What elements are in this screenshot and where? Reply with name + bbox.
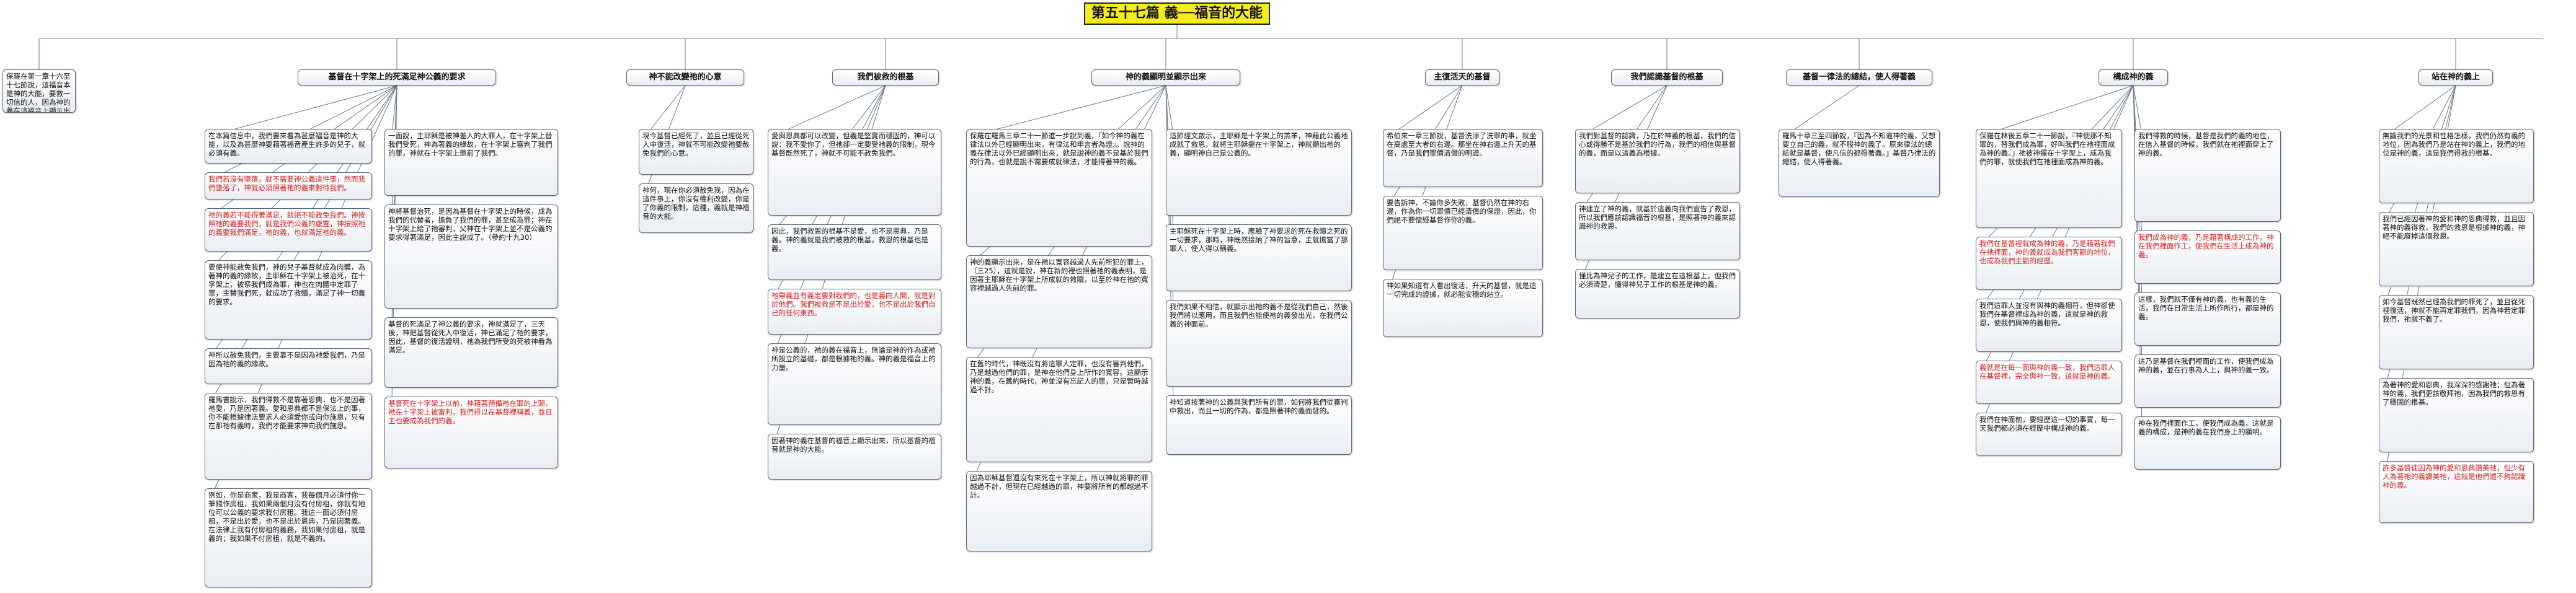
t9-node-4: 為著神的愛和恩典，我深深的感謝祂；但為著神的義，我們更該敬拜祂，因為我們的救恩有… xyxy=(2379,378,2534,452)
t3-node-2: 因此，我們救恩的根基不是愛，也不是恩典，乃是義。神的義就是我們被救的根基，救恩的… xyxy=(768,224,941,280)
child-link-t7-node-1 xyxy=(1785,85,1860,136)
t1-right-2: 神將基督治死，是因為基督在十字架上的時候，成為我們的代替者，擔負了我們的罪，甚至… xyxy=(384,204,558,309)
topic-8: 構成神的義 xyxy=(2099,69,2168,86)
t8-left-5: 我們在神面前，要經歷這一切的事實，每一天我們都必須在經歷中構成神的義。 xyxy=(1976,413,2122,456)
t1-left-6: 羅馬書說示，我們得救不是靠著恩典，也不是因著祂愛，乃是因著義。愛和恩典都不是保法… xyxy=(205,393,372,480)
child-link-t6-node-1 xyxy=(1582,85,1668,136)
t8-left-4: 義就是在每一面與神的義一致，我們這罪人在基督裡，完全與神一致，這就是神的義。 xyxy=(1976,361,2122,404)
t8-right-3: 這樣，我們就不僅有神的義，也有義的生活，我們在日常生活上所作所行，都是神的義。 xyxy=(2134,292,2281,346)
t8-right-1: 我們得救的時候，基督是我們的義的地位，在信入基督的時候，我們就在祂裡面穿上了神的… xyxy=(2134,129,2281,222)
t9-node-3: 如今基督既然已經為我們的罪死了，並且從死裡復活，神就不能再定罪我們，因為神若定罪… xyxy=(2379,295,2534,369)
child-link-t9-node-1 xyxy=(2386,85,2456,136)
child-link-t1-left-1 xyxy=(211,85,398,136)
t3-node-5: 因著神的義在基督的福音上顯示出來，所以基督的福音就是神的大能。 xyxy=(768,434,941,480)
t3-node-4: 神是公義的，祂的義在福音上，無論是神的作為或祂所設立的基礎，都是根據祂的義。神的… xyxy=(768,343,941,425)
t2-node-1: 現今基督已經死了，並且已經從死人中復活，神就不可能改變祂要赦免我們的心意。 xyxy=(639,129,753,175)
t9-node-1: 無論我們的光景和性格怎樣，我們仍然有義的地位，因為我們乃是站在神的義上，我們的地… xyxy=(2379,129,2534,203)
topic-6: 我們認識基督的根基 xyxy=(1611,69,1723,86)
t8-left-1: 保羅在林後五章二十一節說，『神使那不知罪的，替我們成為罪，好叫我們在祂裡面成為神… xyxy=(1976,129,2122,228)
child-link-t5-node-1 xyxy=(1390,85,1463,136)
topic-3: 我們被救的根基 xyxy=(832,69,939,86)
t1-right-1: 一面說，主耶穌是被神差入的大罪人，在十字架上替我們受死，神為著義的緣故，在十字架… xyxy=(384,129,558,196)
t3-node-1: 愛與恩典都可以改變，但義是堅實而穩固的，神可以說：我不愛你了，但祂卻一定要受祂義… xyxy=(768,129,941,216)
t8-left-3: 我們這罪人並沒有與神的義相符，但神卻使我們在基督裡成為神的義，這就是神的救恩，使… xyxy=(1976,299,2122,352)
t6-node-3: 懂比為神兒子的工作，是建立在這根基上，但我們必須清楚，懂得神兒子工作的根基是神的… xyxy=(1575,269,1740,318)
t8-right-4: 這乃是基督在我們裡面的工作，使我們成為神的義，並在行事為人上，與神的義一致。 xyxy=(2134,354,2281,408)
t4-left-1: 保羅在羅馬三章二十一節進一步說到義，『如今神的義在律法以外已經顯明出來，有律法和… xyxy=(966,129,1152,247)
t7-node-1: 羅馬十章三至四節說，『因為不知道神的義，又想要立自己的義，就不服神的義了。原來律… xyxy=(1779,129,1940,197)
t9-node-5: 許多基督徒因為神的愛和恩典讚美祂，但少有人為著祂的義讚美祂，這就是他們還不夠認識… xyxy=(2379,461,2534,523)
t4-right-2: 主耶穌死在十字架上時，應驗了神要求的死在救贖之死的一切要求，那時，神既然接納了神… xyxy=(1166,224,1352,291)
t2-node-2: 神何，現在你必須赦免我，因為在這件事上，你沒有權利改變，你是了你義的限制，這種，… xyxy=(639,183,753,233)
t4-right-1: 這節經文啟示，主耶穌是十字架上的羔羊，神藉此公義地成就了救恩，就將主耶穌擺在十字… xyxy=(1166,129,1352,216)
t1-left-2: 我們若沒有墮落，就不需要神公義這件事，然而我們墮落了，神就必須照著祂的義來對待我… xyxy=(205,172,372,200)
page-title: 第五十七篇 義──福音的大能 xyxy=(1084,2,1270,25)
topic-9: 站在神的義上 xyxy=(2418,69,2493,86)
t8-right-5: 神在我們裡面作工，使我們成為義，這就是義的構成，是神的義在我們身上的顯明。 xyxy=(2134,416,2281,470)
t1-right-3: 基督的死滿足了神公義的要求，神就滿足了，三天後，神把基督從死人中復活，神已滿足了… xyxy=(384,317,558,388)
topic-4: 神的義顯明並顯示出來 xyxy=(1091,69,1240,86)
t1-left-7: 例如，你是商家，我是商客，我每個月必須付你一筆錢作房租，我如果兩個月沒有付房租，… xyxy=(205,488,372,587)
child-link-t3-node-1 xyxy=(775,85,886,136)
t5-node-1: 希伯來一章三節說，基督洗淨了洗罪的事，就坐在高處至大者的右邊。那坐在神右邊上升天… xyxy=(1383,129,1543,187)
t6-node-1: 我們對基督的認識，乃在於神義的根基，我們的信心或得勝不是基於我們的行為，我們的相… xyxy=(1575,129,1740,193)
topic-1: 基督在十字架上的死滿足神公義的要求 xyxy=(298,69,496,86)
topic-2: 神不能改變祂的心意 xyxy=(626,69,744,86)
t3-node-3: 祂帶義並有義定要對我們的，也是義向人開，就是對於他們。我們被救是不是出於愛，也不… xyxy=(768,289,941,335)
t4-right-4: 神知道按著神的公義與我們所有的罪，如何將我們從審判中救出，而且一切的作為，都是照… xyxy=(1166,395,1352,455)
t8-right-2: 我們成為神的義，乃是藉著構成的工作，神在我們裡面作工，使我們在生活上成為神的義。 xyxy=(2134,231,2281,284)
topic-7: 基督一律法的總結，使人得著義 xyxy=(1786,69,1932,86)
child-link-t4-right-1 xyxy=(1165,85,1174,136)
t4-left-2: 神的義顯示出來，是在祂以寬容越過人先前所犯的罪上，（三25），這就是說，神在新約… xyxy=(966,255,1152,348)
t4-right-3: 我們如果不相信，就顯示出祂的義不是從我們自己，然後我們將以應用，而且我們也能使祂… xyxy=(1166,300,1352,387)
child-link-t2-node-1 xyxy=(646,85,686,136)
t1-left-3: 祂的義若不能得著滿足，就絕不能赦免我們。神按照祂的義要我們，就是我們公義的處置，… xyxy=(205,208,372,252)
t1-right-4: 基督死在十字架上以前，神藉著預備祂在罪的上頭，祂在十字架上被審判，我們得以在基督… xyxy=(384,397,558,468)
intro-node: 保羅在第一章十六至十七節說，這福音本是神的大能，要救一切信的人，因為神的義在這福… xyxy=(2,69,76,113)
child-link-t8-left-1 xyxy=(1983,85,2134,136)
child-link-t8-right-1 xyxy=(2133,85,2143,136)
t1-left-4: 要使神能赦免我們，神的兒子基督就成為肉體，為著神的義的緣故，主耶穌在十字架上被治… xyxy=(205,260,372,340)
topic-5: 主復活天的基督 xyxy=(1425,69,1499,86)
t5-node-3: 神如果知道有人看出復活，升天的基督，就是這一切完成的證據，就必能安穩的站立。 xyxy=(1383,279,1543,337)
child-link-t1-right-1 xyxy=(391,85,398,136)
t1-left-5: 神所以赦免我們，主要靠不是因為祂愛我們，乃是因為祂的義的緣故。 xyxy=(205,348,372,384)
child-link-t4-left-1 xyxy=(973,85,1166,136)
t4-left-3: 在舊的時代，神既沒有將這罪人定罪，也沒有審判他們，乃是越過他們的罪，是神在他們身… xyxy=(966,357,1152,462)
t8-left-2: 我們在基督裡就成為神的義，乃是藉著我們在祂裡面，神的義就成為我們客觀的地位，也成… xyxy=(1976,237,2122,290)
t9-node-2: 我們已經因著神的愛和神的恩典得救，並且因著神的義得救，我們的救恩是根據神的義，神… xyxy=(2379,212,2534,286)
t4-left-4: 因為耶穌基督還沒有來死在十字架上，所以神就將罪的罪越過不計，但現在已經越過的罪，… xyxy=(966,471,1152,551)
t6-node-2: 神建立了神的義，就基於這義向我們宣告了救恩，所以我們應該認識福音的根基，是照著神… xyxy=(1575,202,1740,260)
t5-node-2: 要告訴神，不論你多失敗，基督仍然在神的右邊，作為你一切罪債已經清償的保證，因此，… xyxy=(1383,196,1543,270)
t1-left-1: 在本篇信息中，我們要來看為甚麼福音是神的大能，以及為甚麼神要藉著福音產生許多的兒… xyxy=(205,129,372,164)
